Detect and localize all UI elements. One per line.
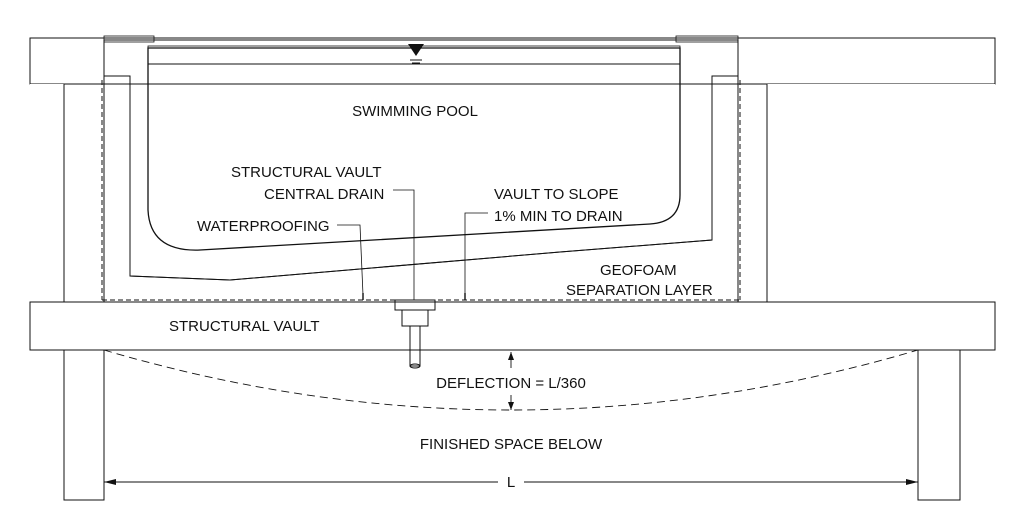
column-right — [917, 349, 961, 501]
leader-lines — [337, 189, 488, 300]
label-deflection: DEFLECTION = L/360 — [436, 375, 586, 392]
label-waterproofing: WATERPROOFING — [197, 218, 330, 235]
label-structural-vault-central-drain-line2: CENTRAL DRAIN — [264, 186, 384, 203]
label-swimming-pool: SWIMMING POOL — [352, 103, 478, 120]
central-drain — [394, 299, 436, 369]
label-vault-to-slope-line2: 1% MIN TO DRAIN — [494, 208, 623, 225]
right-slab-opening — [767, 84, 995, 302]
deflection-dimension — [508, 352, 514, 410]
water-level-icon — [408, 44, 424, 56]
deflection-curve — [103, 349, 919, 411]
deck-slab — [29, 37, 996, 85]
label-geofoam-line1: GEOFOAM — [600, 262, 677, 279]
pool-basin — [103, 35, 739, 251]
label-span-length: L — [507, 474, 515, 491]
left-slab-opening — [30, 84, 64, 302]
label-geofoam-line2: SEPARATION LAYER — [566, 282, 713, 299]
span-dimension — [104, 479, 918, 485]
column-left — [63, 349, 105, 501]
label-structural-vault: STRUCTURAL VAULT — [169, 318, 320, 335]
label-finished-space-below: FINISHED SPACE BELOW — [420, 436, 603, 453]
pool-shell — [103, 39, 739, 281]
label-vault-to-slope-line1: VAULT TO SLOPE — [494, 186, 619, 203]
label-structural-vault-central-drain-line1: STRUCTURAL VAULT — [231, 164, 382, 181]
